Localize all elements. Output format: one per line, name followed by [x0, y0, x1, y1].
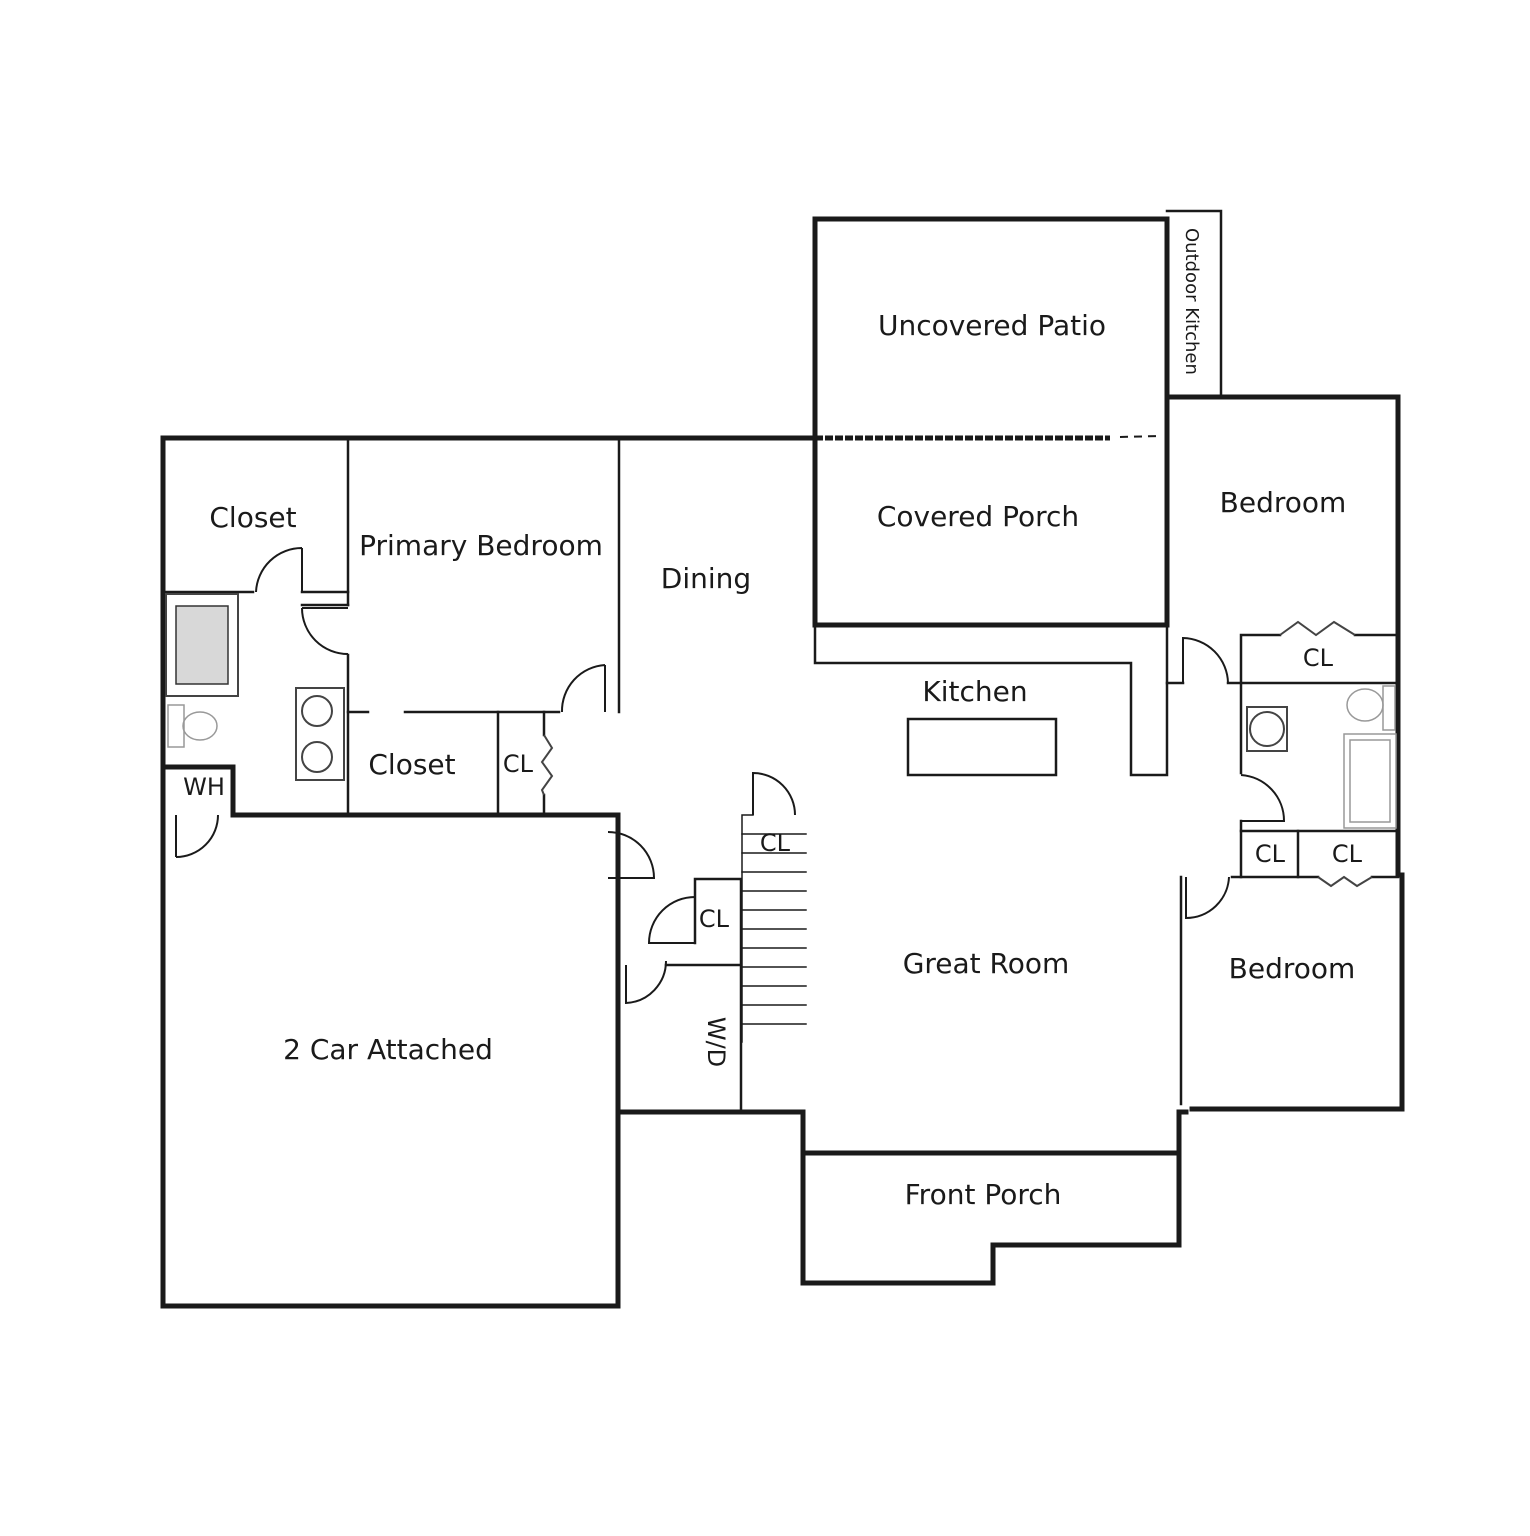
patio-porch-divider-dash [1119, 435, 1161, 438]
label-outdoor-kitchen: Outdoor Kitchen [1181, 228, 1202, 375]
label-cl-bedroom-ne: CL [1303, 644, 1334, 672]
bathtub [1343, 733, 1397, 829]
toilet-primary [167, 704, 218, 748]
label-primary-bedroom: Primary Bedroom [359, 529, 603, 562]
bifold-door-ne[interactable] [1279, 620, 1356, 637]
double-vanity [295, 687, 345, 781]
label-cl-stair: CL [760, 829, 791, 857]
door-primary-bedroom[interactable] [560, 664, 606, 713]
bath-sink [1246, 706, 1288, 752]
door-bedroom-ne[interactable] [1182, 636, 1229, 684]
label-bedroom-se: Bedroom [1229, 952, 1356, 985]
label-cl-primary: CL [503, 750, 534, 778]
door-laundry[interactable] [625, 960, 668, 1005]
wall-wh-garage [160, 764, 621, 883]
kitchen-island [906, 717, 1058, 777]
label-closet-nw: Closet [209, 501, 296, 534]
label-uncovered-patio: Uncovered Patio [878, 309, 1106, 342]
covered-porch [812, 394, 1170, 628]
label-closet-primary: Closet [368, 748, 455, 781]
wall-right [1164, 394, 1405, 1112]
door-stair-closet[interactable] [752, 771, 796, 816]
door-bedroom-se[interactable] [1185, 876, 1230, 920]
label-cl-bath-small: CL [1255, 840, 1286, 868]
wall-segment [1239, 633, 1282, 775]
door-hall-closet[interactable] [647, 896, 696, 944]
outdoor-kitchen [1165, 209, 1223, 399]
label-front-porch: Front Porch [905, 1178, 1062, 1211]
label-cl-bedroom-se: CL [1332, 840, 1363, 868]
wall-garage-right [615, 1109, 806, 1309]
label-dining: Dining [661, 562, 751, 595]
toilet-bath [1346, 685, 1396, 731]
kitchen-counter [813, 623, 1169, 777]
shower [165, 593, 239, 697]
door-wh[interactable] [175, 814, 219, 858]
label-wd: W/D [702, 1017, 730, 1067]
label-covered-porch: Covered Porch [877, 500, 1079, 533]
hall-closet [693, 877, 743, 1114]
bifold-door-se[interactable] [1317, 875, 1373, 888]
label-wh: WH [183, 773, 225, 801]
bifold-door-cl[interactable] [540, 734, 554, 796]
door-closet-nw[interactable] [255, 546, 303, 593]
door-garage[interactable] [607, 831, 656, 879]
label-great-room: Great Room [903, 947, 1070, 980]
wall-great-room-bottom-right [1176, 1109, 1189, 1156]
label-garage: 2 Car Attached [283, 1033, 493, 1066]
door-primary-bath[interactable] [301, 607, 349, 655]
label-cl-hall: CL [699, 905, 730, 933]
label-bedroom-ne: Bedroom [1220, 486, 1347, 519]
front-porch-outline [800, 1150, 1182, 1286]
label-kitchen: Kitchen [922, 675, 1027, 708]
uncovered-patio [812, 216, 1170, 440]
door-bath[interactable] [1240, 774, 1286, 822]
